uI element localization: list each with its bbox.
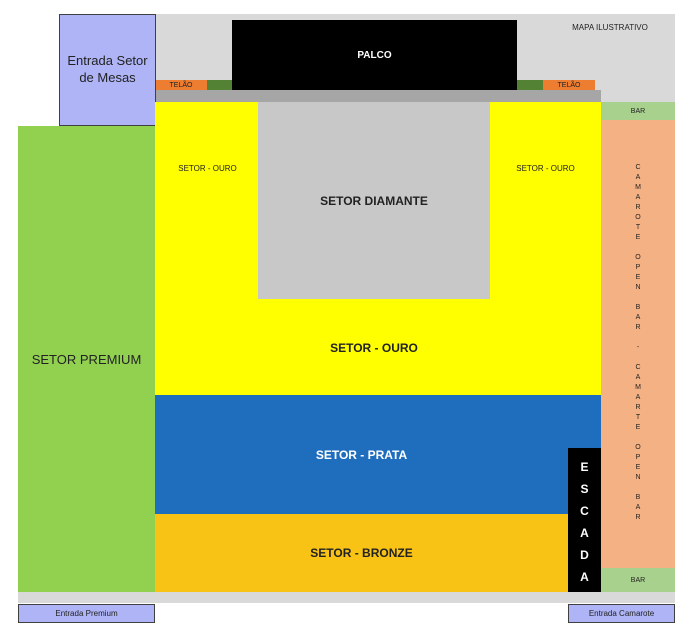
stairs: ESCADA — [568, 448, 601, 592]
stairs-label: ESCADA — [577, 460, 592, 592]
stage-front-strip — [155, 90, 601, 102]
bar-top: BAR — [601, 102, 675, 120]
camarote-open-bar: CAMAROTE OPEN BAR - CAMARTE OPEN BAR — [601, 120, 675, 568]
premium-sector: SETOR PREMIUM — [18, 126, 155, 592]
screen-left-green — [207, 80, 232, 90]
camarote-label: CAMAROTE OPEN BAR - CAMARTE OPEN BAR — [634, 164, 642, 524]
gold-sector-main-label: SETOR - OURO — [330, 341, 418, 355]
screen-right-green — [517, 80, 543, 90]
stage: PALCO — [232, 20, 517, 90]
screen-right: TELÃO — [543, 80, 595, 90]
diamond-sector: SETOR DIAMANTE — [258, 102, 490, 299]
table-sector-entrance: Entrada Setor de Mesas — [59, 14, 156, 126]
entrance-premium: Entrada Premium — [18, 604, 155, 623]
silver-sector-edge — [568, 395, 601, 448]
bronze-sector: SETOR - BRONZE — [155, 514, 568, 592]
gold-sector-right-label: SETOR - OURO — [516, 164, 575, 173]
bar-bottom: BAR — [601, 568, 675, 592]
silver-sector: SETOR - PRATA — [155, 395, 568, 514]
map-note: MAPA ILUSTRATIVO — [572, 23, 648, 32]
screen-left: TELÃO — [155, 80, 207, 90]
entrance-camarote: Entrada Camarote — [568, 604, 675, 623]
bottom-strip — [18, 592, 675, 603]
gold-sector-left-label: SETOR - OURO — [178, 164, 237, 173]
